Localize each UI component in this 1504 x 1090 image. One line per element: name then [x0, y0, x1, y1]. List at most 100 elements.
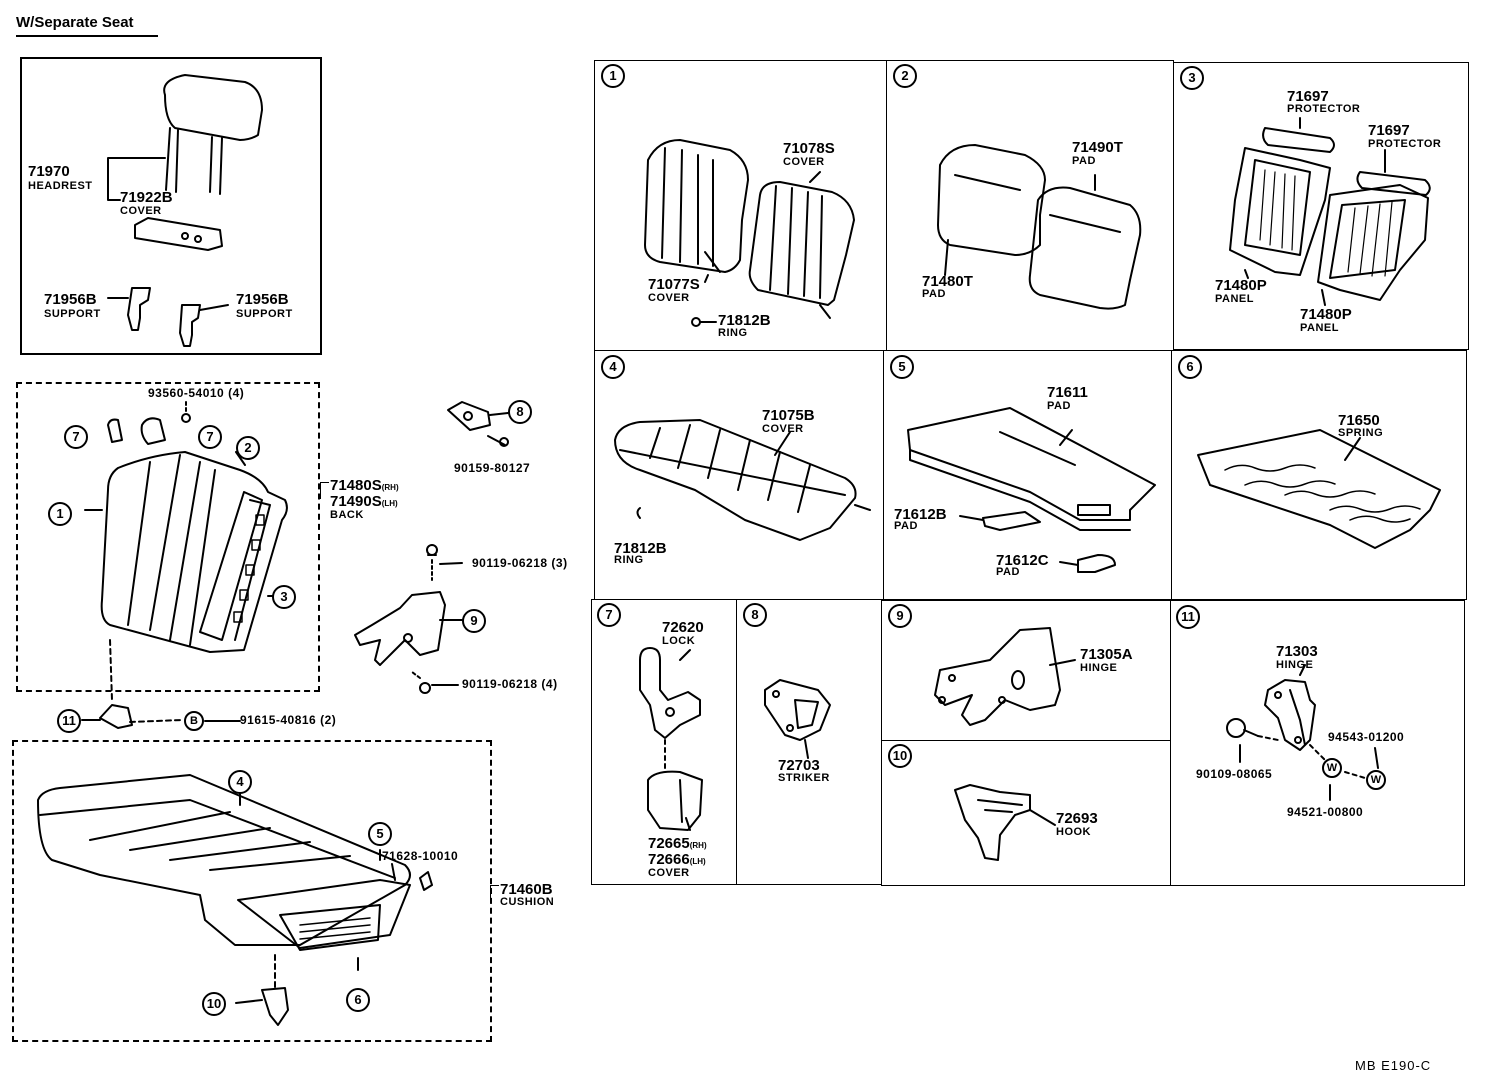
detail-9-number: 9 — [888, 604, 912, 628]
cushion-group-frame — [12, 740, 492, 1042]
detail-6-number: 6 — [1178, 355, 1202, 379]
callout-6-overview: 6 — [346, 988, 370, 1012]
striker-overview-drawing — [447, 401, 509, 447]
detail-6-frame — [1171, 350, 1467, 600]
detail-2-pad-rh-name: PAD — [922, 288, 946, 300]
callout-9-overview: 9 — [462, 609, 486, 633]
detail-1-ring-pn: 71812B — [718, 312, 771, 329]
detail-3-protector-2-pn: 71697 — [1368, 122, 1410, 139]
callout-7-left: 7 — [64, 425, 88, 449]
hinge-bolt-upper-part-number: 90119-06218 (3) — [472, 556, 568, 570]
detail-8-frame — [736, 599, 882, 885]
detail-1-number: 1 — [601, 64, 625, 88]
detail-5-drawing — [907, 407, 1156, 573]
detail-10-drawing — [954, 784, 1056, 861]
detail-4-cover-name: COVER — [762, 423, 804, 435]
detail-7-cover-rh-pn: 72665(RH) — [648, 836, 707, 853]
detail-8-striker-pn: 72703 — [778, 757, 820, 774]
detail-3-panel-2-name: PANEL — [1300, 322, 1339, 334]
detail-7-cover-lh-pn: 72666(LH) — [648, 852, 706, 869]
support-right-drawing — [179, 304, 229, 347]
callout-4-overview: 4 — [228, 770, 252, 794]
page-title: W/Separate Seat — [16, 14, 158, 37]
back-rh-part-number: 71480S(RH) — [330, 478, 399, 495]
detail-5-pad-b-pn: 71612B — [894, 506, 947, 523]
support-right-part-number: 71956B — [236, 291, 289, 308]
callout-1-overview: 1 — [48, 502, 72, 526]
detail-1-cover-lh-pn: 71077S — [648, 276, 700, 293]
detail-3-number: 3 — [1180, 66, 1204, 90]
detail-9-hinge-name: HINGE — [1080, 662, 1118, 674]
back-part-name: BACK — [330, 509, 364, 521]
detail-2-drawing — [937, 144, 1142, 310]
callout-11-overview: 11 — [57, 709, 81, 733]
detail-2-pad-lh-name: PAD — [1072, 155, 1096, 167]
detail-1-cover-lh-name: COVER — [648, 292, 690, 304]
detail-1-drawing — [644, 139, 855, 327]
detail-2-number: 2 — [893, 64, 917, 88]
detail-2-pad-rh-pn: 71480T — [922, 273, 973, 290]
back-rh-side: (RH) — [381, 483, 399, 492]
cushion-bracket — [490, 885, 499, 902]
detail-5-pad-b-name: PAD — [894, 520, 918, 532]
detail-7-drawing — [639, 647, 703, 831]
detail-7-cover-lh-side: (LH) — [689, 857, 706, 866]
detail-5-number: 5 — [890, 355, 914, 379]
detail-3-panel-1-name: PANEL — [1215, 293, 1254, 305]
detail-4-drawing — [614, 419, 871, 541]
detail-11-washer-callout-2: W — [1366, 770, 1386, 790]
callout-2-overview: 2 — [236, 436, 260, 460]
detail-8-number: 8 — [743, 603, 767, 627]
detail-5-pad-c-pn: 71612C — [996, 552, 1049, 569]
detail-3-frame — [1173, 62, 1469, 350]
detail-4-cover-pn: 71075B — [762, 407, 815, 424]
detail-11-nut-pn: 94521-00800 — [1287, 805, 1364, 819]
support-left-part-number: 71956B — [44, 291, 97, 308]
callout-b: B — [184, 711, 204, 731]
cushion-drawing — [37, 774, 433, 1026]
detail-11-bolt-pn: 90109-08065 — [1196, 767, 1273, 781]
detail-1-ring-name: RING — [718, 327, 748, 339]
support-left-part-name: SUPPORT — [44, 308, 101, 320]
detail-6-spring-pn: 71650 — [1338, 412, 1380, 429]
bolt-b-part-number: 91615-40816 (2) — [240, 713, 337, 727]
seat-back-group-frame — [16, 382, 320, 692]
headrest-drawing — [107, 74, 263, 251]
detail-7-lock-pn: 72620 — [662, 619, 704, 636]
cushion-part-number: 71628-10010 — [382, 849, 459, 863]
detail-7-number: 7 — [597, 603, 621, 627]
detail-7-lock-name: LOCK — [662, 635, 696, 647]
detail-1-frame — [594, 60, 887, 351]
back-lh-part-number: 71490S(LH) — [330, 494, 398, 511]
striker-bolt-part-number: 90159-80127 — [454, 461, 531, 475]
cushion-assembly-part-number: 71460B — [500, 881, 553, 898]
back-lh-side: (LH) — [381, 499, 398, 508]
detail-6-spring-name: SPRING — [1338, 427, 1384, 439]
detail-10-number: 10 — [888, 744, 912, 768]
headrest-part-name: HEADREST — [28, 180, 93, 192]
diagram-code: MB E190-C — [1355, 1058, 1432, 1073]
callout-7-right: 7 — [198, 425, 222, 449]
detail-9-hinge-pn: 71305A — [1080, 646, 1133, 663]
detail-3-drawing — [1229, 117, 1431, 306]
detail-3-protector-1-name: PROTECTOR — [1287, 103, 1361, 115]
detail-8-drawing — [764, 679, 831, 759]
detail-11-frame — [1170, 600, 1465, 886]
back-screw-part-number: 93560-54010 (4) — [148, 386, 245, 400]
callout-8-overview: 8 — [508, 400, 532, 424]
detail-4-number: 4 — [601, 355, 625, 379]
detail-7-cover-rh-pn-text: 72665 — [648, 835, 690, 852]
detail-3-protector-2-name: PROTECTOR — [1368, 138, 1442, 150]
callout-3-overview: 3 — [272, 585, 296, 609]
detail-5-pad-pn: 71611 — [1047, 384, 1088, 401]
detail-8-striker-name: STRIKER — [778, 772, 830, 784]
headrest-cover-part-number: 71922B — [120, 189, 173, 206]
detail-4-ring-pn: 71812B — [614, 540, 667, 557]
headrest-cover-part-name: COVER — [120, 205, 162, 217]
hinge-bolt-lower-part-number: 90119-06218 (4) — [462, 677, 558, 691]
back-rh-pn-text: 71480S — [330, 477, 382, 494]
detail-11-washer-callout-1: W — [1322, 758, 1342, 778]
detail-1-cover-rh-name: COVER — [783, 156, 825, 168]
detail-10-hook-name: HOOK — [1056, 826, 1091, 838]
back-lh-pn-text: 71490S — [330, 493, 382, 510]
